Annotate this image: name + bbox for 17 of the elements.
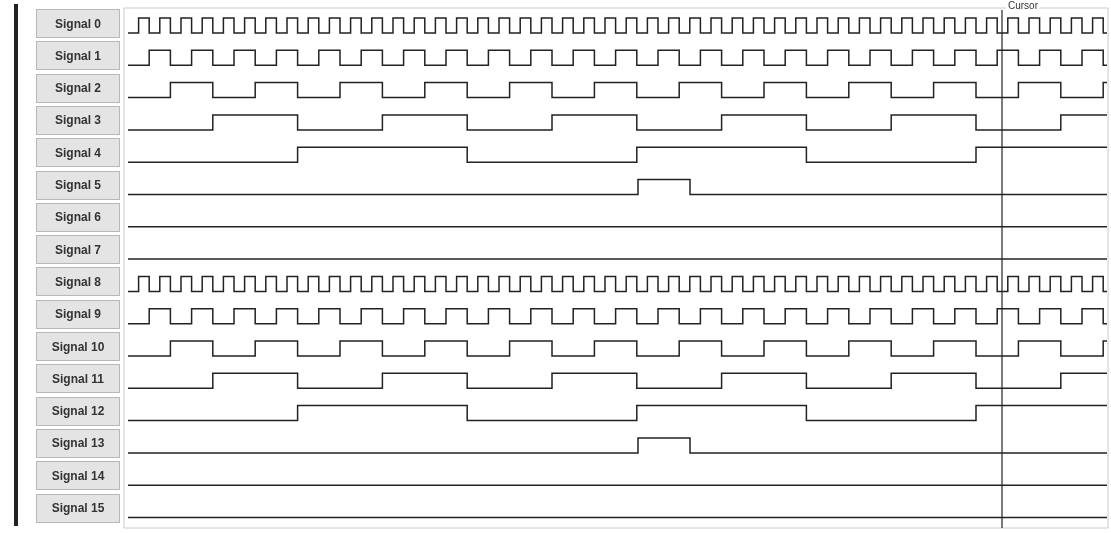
signal-name-label: Signal 2 bbox=[55, 81, 101, 96]
signal-name-label: Signal 4 bbox=[55, 145, 101, 160]
signal-name-label: Signal 11 bbox=[52, 371, 104, 386]
signal-name-label: Signal 15 bbox=[51, 501, 105, 515]
signal-name-label: Signal 12 bbox=[51, 404, 105, 419]
signal-name-label: Signal 7 bbox=[55, 242, 101, 257]
signal-name-label: Signal 8 bbox=[55, 274, 101, 289]
signal-name-label: Signal 6 bbox=[55, 210, 101, 225]
signal-name-label: Signal 0 bbox=[55, 16, 101, 31]
signal-name-label: Signal 10 bbox=[51, 339, 105, 354]
signal-name-label: Signal 3 bbox=[55, 113, 101, 128]
cursor-label: Cursor bbox=[1006, 0, 1040, 11]
signal-name-label: Signal 9 bbox=[55, 307, 101, 322]
signal-name-label: Signal 14 bbox=[51, 468, 105, 483]
signal-name-label: Signal 5 bbox=[55, 178, 101, 192]
signal-name-label: Signal 1 bbox=[55, 48, 101, 63]
signal-name-label: Signal 13 bbox=[51, 436, 105, 451]
